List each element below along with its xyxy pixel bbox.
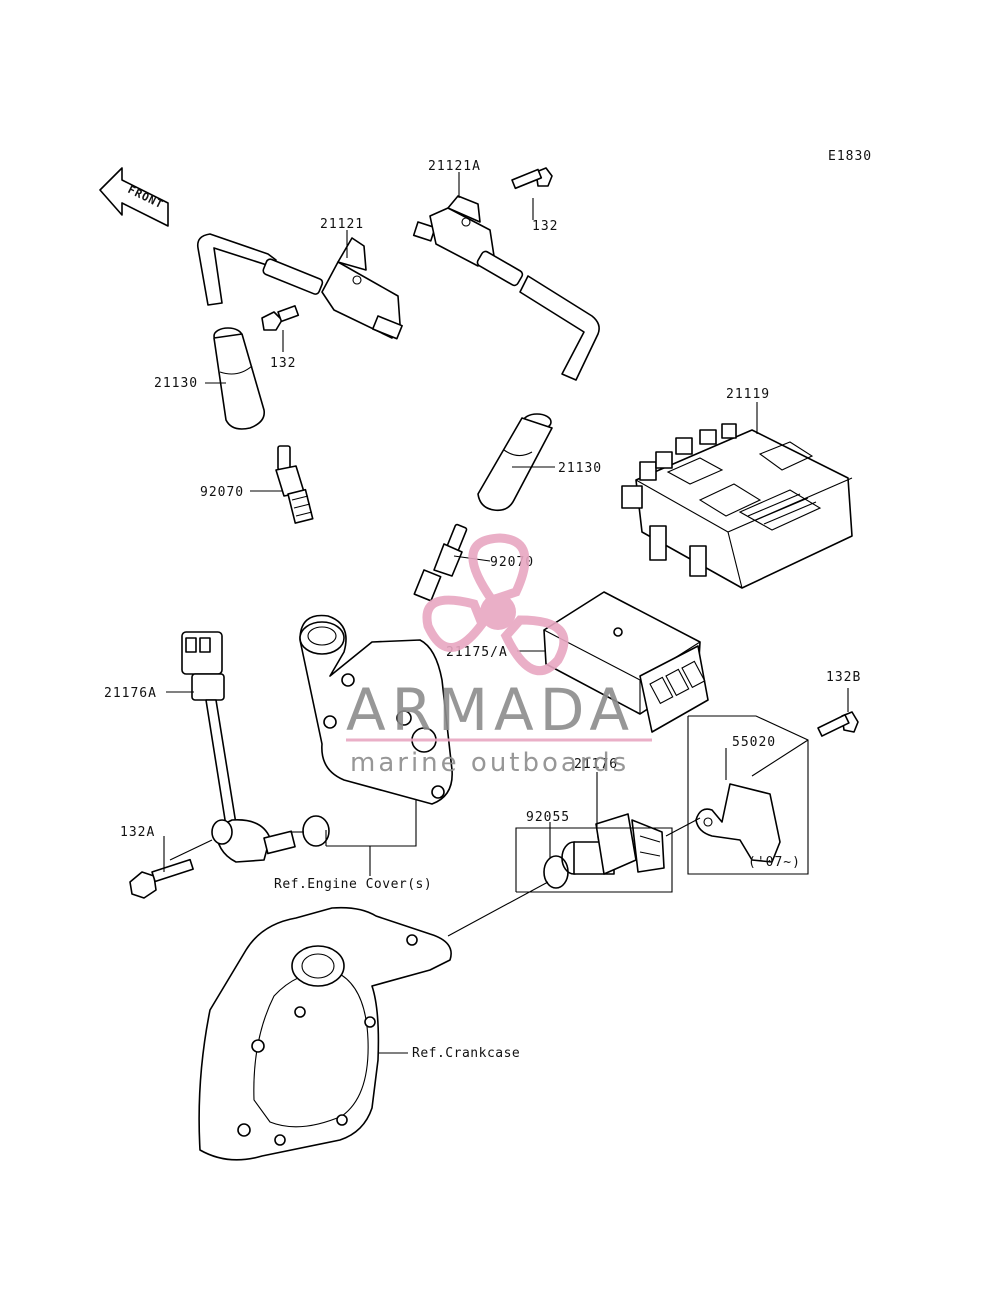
propeller-blade-3	[422, 595, 488, 652]
bolt-sensor-a	[129, 858, 194, 899]
regulator-unit	[543, 591, 709, 733]
leader-lines	[163, 172, 849, 1054]
plug-cap-left	[213, 327, 266, 430]
label-oring: 92055	[526, 810, 570, 825]
label-coil-front: 21121	[320, 217, 364, 232]
label-bolt-sensor-a: 132A	[120, 825, 155, 840]
armada-watermark: ARMADA marine outboards	[346, 533, 652, 778]
spark-plug-right	[413, 523, 468, 602]
sensor-a	[181, 631, 296, 863]
label-cap-left: 21130	[154, 376, 198, 391]
o-ring-cover	[302, 815, 330, 847]
plug-cap-right	[477, 413, 553, 512]
bolt-coil-front	[261, 305, 300, 331]
label-bolt-bracket: 132B	[826, 670, 861, 685]
ecu-unit	[621, 423, 853, 589]
crankcase	[198, 906, 452, 1161]
o-ring-sensor	[543, 855, 569, 889]
diagram-code: E1830	[828, 149, 872, 164]
bracket	[695, 783, 781, 863]
watermark-tagline: marine outboards	[350, 748, 629, 778]
bolt-coil-rear	[511, 167, 553, 190]
ignition-coil-rear	[412, 195, 600, 381]
propeller-blade-1	[468, 533, 530, 606]
label-bolt-coil-rear: 132	[532, 219, 558, 234]
watermark-brand: ARMADA	[346, 676, 635, 744]
engine-cover	[299, 614, 453, 805]
propeller-logo-icon	[422, 533, 569, 676]
label-bracket-year: ('07~)	[748, 855, 801, 870]
label-ref-crankcase: Ref.Crankcase	[412, 1046, 520, 1061]
label-bracket: 55020	[732, 735, 776, 750]
label-cap-right: 21130	[558, 461, 602, 476]
spark-plug-left	[275, 445, 314, 524]
propeller-blade-2	[500, 615, 569, 676]
ignition-coil-front	[196, 233, 403, 340]
propeller-hub	[480, 594, 516, 630]
label-bolt-coil-front: 132	[270, 356, 296, 371]
label-ref-engine-cover: Ref.Engine Cover(s)	[274, 877, 432, 892]
front-arrow-icon: FRONT	[99, 167, 169, 227]
bolt-bracket	[817, 711, 859, 737]
label-coil-rear: 21121A	[428, 159, 481, 174]
label-ecu: 21119	[726, 387, 770, 402]
label-plug-left: 92070	[200, 485, 244, 500]
label-sensor: 21176	[574, 757, 618, 772]
label-sensor-a: 21176A	[104, 686, 157, 701]
sensor-main	[561, 813, 665, 875]
